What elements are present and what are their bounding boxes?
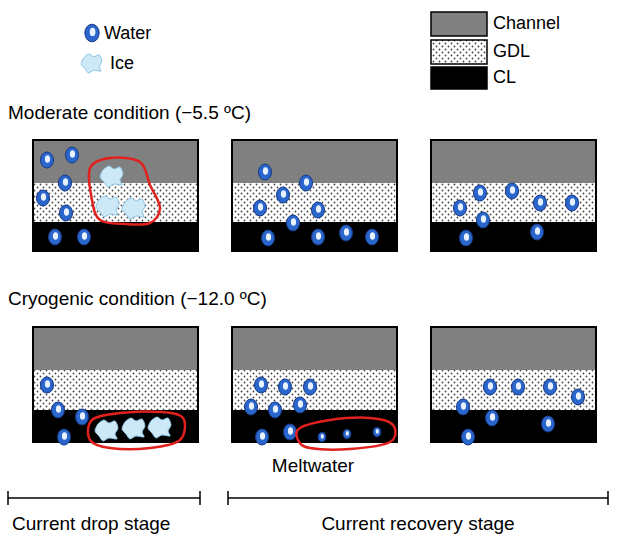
- water-droplet: [572, 389, 585, 405]
- legend-swatch: [431, 67, 487, 89]
- water-droplet: [78, 229, 91, 245]
- water-droplet: [460, 230, 473, 246]
- callout-label: Meltwater: [272, 455, 354, 477]
- water-droplet: [58, 429, 71, 445]
- water-droplet: [76, 409, 89, 425]
- legend-swatch: [431, 40, 487, 64]
- legend-label: Water: [104, 23, 151, 44]
- ice-particle: [96, 196, 119, 217]
- ice-particle: [95, 420, 118, 441]
- water-droplet: [60, 205, 73, 221]
- water-droplet: [531, 224, 544, 240]
- ice-particle: [100, 166, 123, 187]
- water-droplet: [343, 429, 351, 439]
- water-droplet: [59, 175, 72, 191]
- condition-title: Moderate condition (−5.5 ºC): [8, 102, 251, 124]
- water-droplet: [49, 229, 62, 245]
- water-droplet: [304, 379, 317, 395]
- water-droplet: [85, 24, 99, 42]
- water-droplet: [256, 429, 269, 445]
- ice-particle: [122, 418, 145, 439]
- water-droplet: [37, 190, 50, 206]
- water-droplet: [245, 399, 258, 415]
- ice-particle: [122, 198, 145, 219]
- stage-label: Current drop stage: [12, 513, 170, 535]
- legend-label: CL: [493, 67, 516, 88]
- highlight-outline: [88, 412, 185, 449]
- water-droplet: [287, 215, 300, 231]
- legend-label: GDL: [493, 41, 530, 62]
- water-droplet: [300, 175, 313, 191]
- condition-title: Cryogenic condition (−12.0 ºC): [8, 288, 267, 310]
- cell-panel: [431, 327, 596, 445]
- water-droplet: [534, 195, 547, 211]
- water-droplet: [454, 200, 467, 216]
- water-droplet: [486, 410, 499, 426]
- water-droplet: [41, 152, 54, 168]
- water-droplet: [542, 416, 555, 432]
- water-droplet: [457, 399, 470, 415]
- water-droplet: [462, 429, 475, 445]
- cell-panel: [431, 140, 596, 251]
- water-droplet: [366, 229, 379, 245]
- water-droplet: [259, 164, 272, 180]
- cell-panel: [33, 327, 198, 449]
- water-droplet: [66, 147, 79, 163]
- water-droplet: [284, 424, 297, 440]
- water-droplet: [312, 229, 325, 245]
- highlight-outline: [89, 158, 160, 225]
- water-droplet: [269, 402, 282, 418]
- legend-label: Channel: [493, 13, 560, 34]
- water-droplet: [255, 377, 268, 393]
- water-droplet: [373, 427, 381, 437]
- legend-label: Ice: [110, 53, 134, 74]
- water-droplet: [277, 187, 290, 203]
- cell-panel: [33, 140, 198, 251]
- ice-particle: [148, 417, 171, 438]
- water-droplet: [312, 202, 325, 218]
- water-droplet: [52, 402, 65, 418]
- stage-bracket: [8, 491, 608, 505]
- water-droplet: [484, 379, 497, 395]
- water-droplet: [474, 185, 487, 201]
- cell-panel: [232, 327, 397, 450]
- water-droplet: [279, 379, 292, 395]
- water-droplet: [506, 183, 519, 199]
- ice-particle: [81, 54, 102, 73]
- water-droplet: [544, 379, 557, 395]
- stage-label: Current recovery stage: [321, 513, 514, 535]
- water-droplet: [477, 212, 490, 228]
- water-droplet: [41, 377, 54, 393]
- cell-panel: [232, 140, 397, 251]
- water-droplet: [294, 397, 307, 413]
- water-droplet: [318, 432, 326, 442]
- water-droplet: [512, 379, 525, 395]
- water-droplet: [262, 230, 275, 246]
- water-droplet: [340, 225, 353, 241]
- water-droplet: [254, 200, 267, 216]
- water-droplet: [566, 195, 579, 211]
- highlight-outline: [296, 418, 395, 450]
- legend-swatch: [431, 12, 487, 36]
